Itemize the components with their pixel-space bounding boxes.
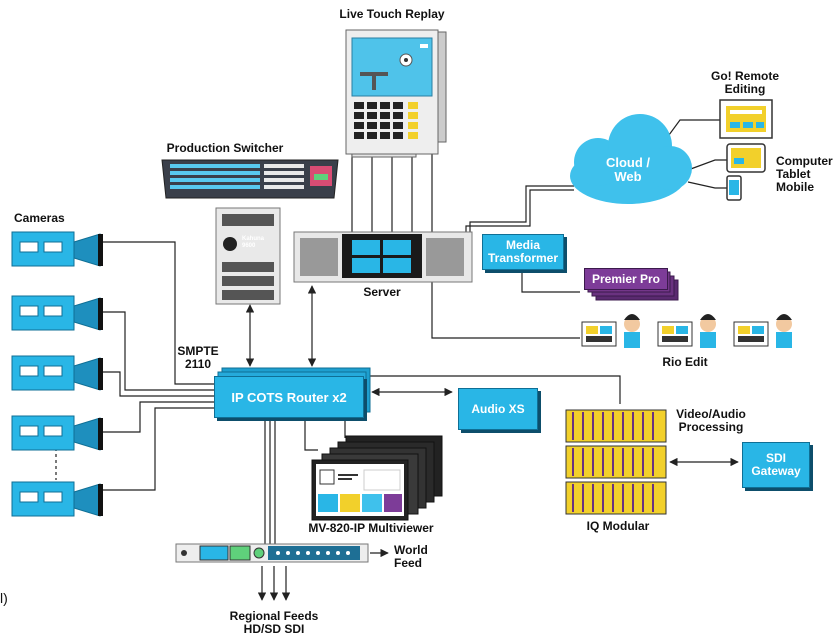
iq-modular-frames <box>565 409 667 515</box>
camera-5 <box>11 481 103 517</box>
media-transformer-box: Media Transformer <box>482 234 564 270</box>
mobile-device <box>726 175 742 201</box>
tablet-device <box>726 143 766 173</box>
video-audio-label-line2: Processing <box>678 420 744 434</box>
edge-text-fragment: l) <box>0 590 8 606</box>
rio-edit-label: Rio Edit <box>662 355 708 369</box>
kahuna-brand-line1: Kahuna <box>242 236 265 242</box>
tablet-label: Tablet <box>776 167 811 181</box>
audio-xs-label: Audio XS <box>471 401 525 416</box>
premier-pro-label: Premier Pro <box>591 271 661 286</box>
server-label: Server <box>363 285 401 299</box>
regional-feeds-label-line1: Regional Feeds <box>229 609 319 623</box>
premier-pro-box: Premier Pro <box>584 268 668 290</box>
regional-feeds-label-line2: HD/SD SDI <box>243 622 305 636</box>
server-chassis <box>293 231 473 283</box>
mobile-label: Mobile <box>776 180 814 194</box>
sdi-gateway-box: SDI Gateway <box>742 442 810 488</box>
connection-lines <box>55 119 727 548</box>
computer-device <box>719 99 773 139</box>
live-touch-replay-label: Live Touch Replay <box>339 7 445 21</box>
rio-edit-workstations <box>581 314 792 348</box>
ip-cots-router-label: IP COTS Router x2 <box>231 389 347 405</box>
media-transformer-label-line1: Media <box>505 238 540 252</box>
iq-modular-label: IQ Modular <box>586 519 650 533</box>
camera-3 <box>11 355 103 391</box>
cameras-label: Cameras <box>14 211 65 225</box>
smpte-label-line1: SMPTE <box>177 344 219 358</box>
kahuna-brand-line2: 9600 <box>242 243 256 249</box>
camera-4 <box>11 415 103 451</box>
cloud-shape <box>570 114 692 204</box>
go-remote-label-line2: Editing <box>724 82 766 96</box>
media-transformer-label-line2: Transformer <box>487 251 559 265</box>
ip-cots-router-box: IP COTS Router x2 <box>214 376 364 418</box>
production-switcher-label: Production Switcher <box>166 141 284 155</box>
sdi-gateway-label-line1: SDI <box>765 451 786 465</box>
kahuna-frame <box>215 207 281 305</box>
camera-1 <box>11 231 103 267</box>
world-feed-label-line2: Feed <box>394 556 423 570</box>
arrows <box>245 285 739 601</box>
live-touch-replay-device <box>345 29 447 158</box>
camera-2 <box>11 295 103 331</box>
world-feed-label-line1: World <box>394 543 428 557</box>
video-audio-label-line1: Video/Audio <box>676 407 746 421</box>
sdi-gateway-label-line2: Gateway <box>751 464 801 478</box>
feed-processor <box>175 543 369 563</box>
multiviewer-label: MV-820-IP Multiviewer <box>308 521 434 535</box>
computer-label: Computer <box>776 154 833 168</box>
smpte-label-line2: 2110 <box>184 357 212 371</box>
audio-xs-box: Audio XS <box>458 388 538 430</box>
production-switcher-panel <box>161 159 339 199</box>
cloud-label-line2: Web <box>614 169 642 184</box>
multiviewer-stack <box>311 435 443 521</box>
go-remote-label-line1: Go! Remote <box>710 69 779 83</box>
cloud-label-line1: Cloud / <box>605 155 651 170</box>
